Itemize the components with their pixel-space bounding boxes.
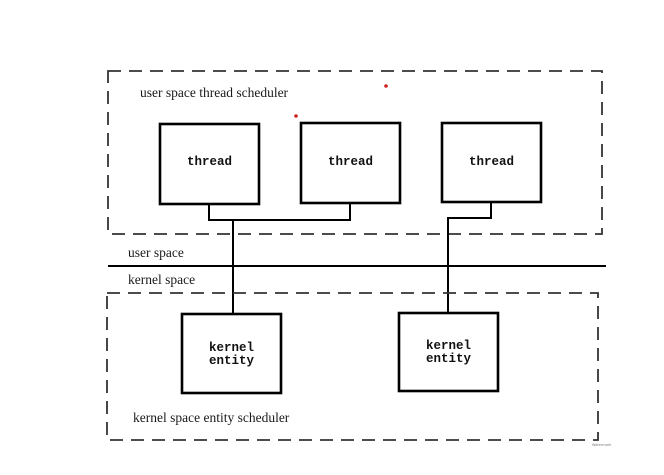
user-space-dashed-border bbox=[107, 70, 603, 235]
red-dot-1 bbox=[384, 84, 388, 88]
kernel-scheduler-label: kernel space entity scheduler bbox=[133, 410, 290, 425]
kernel-entity-1-line2: entity bbox=[209, 354, 255, 368]
thread-box-3: thread bbox=[440, 121, 543, 204]
user-space-scheduler-region: user space thread scheduler bbox=[107, 70, 603, 235]
kernel-entity-box-1: kernel entity bbox=[180, 312, 283, 395]
thread-label-2: thread bbox=[328, 155, 373, 169]
kernel-space-scheduler-region: kernel space entity scheduler bbox=[106, 292, 599, 441]
thread-1-2-to-entity-1-wire bbox=[208, 203, 351, 221]
connector-wires bbox=[208, 202, 492, 314]
thread-box-2: thread bbox=[299, 121, 402, 205]
kernel-entity-1-line1: kernel bbox=[209, 341, 254, 355]
user-space-label: user space bbox=[128, 245, 184, 260]
thread-label-1: thread bbox=[187, 155, 232, 169]
thread-3-to-entity-2-wire bbox=[447, 202, 492, 313]
kernel-entity-2-line1: kernel bbox=[426, 339, 471, 353]
user-scheduler-label: user space thread scheduler bbox=[140, 85, 289, 100]
space-boundary: user space kernel space bbox=[108, 245, 606, 287]
thread-box-1: thread bbox=[158, 122, 261, 206]
thread-label-3: thread bbox=[469, 155, 514, 169]
kernel-entity-box-2: kernel entity bbox=[397, 311, 500, 393]
kernel-space-dashed-border bbox=[106, 292, 599, 441]
red-dot-2 bbox=[294, 114, 298, 118]
kernel-space-label: kernel space bbox=[128, 272, 195, 287]
kernel-entity-2-line2: entity bbox=[426, 352, 472, 366]
corner-mark: Watermark bbox=[592, 443, 612, 447]
